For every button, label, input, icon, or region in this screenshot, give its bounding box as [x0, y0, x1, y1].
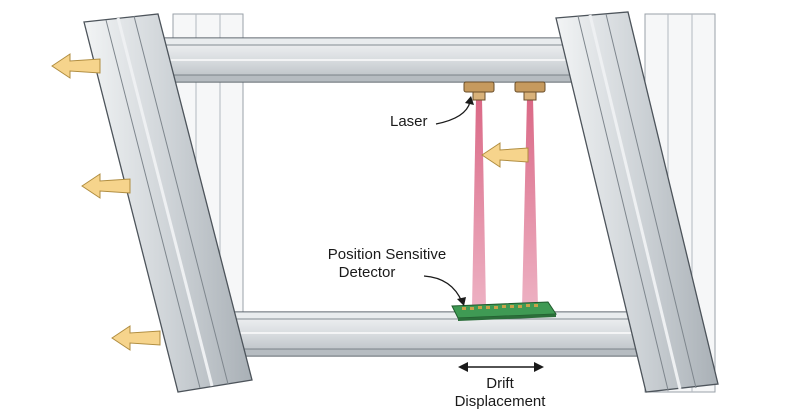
arrow-left-icon — [111, 325, 161, 351]
laser-unit-right — [514, 81, 546, 101]
arrow-left-icon — [481, 142, 529, 168]
left-column — [83, 13, 253, 393]
curved-arrow-icon — [435, 101, 471, 125]
laser-label: Laser — [390, 113, 428, 130]
laser-unit-left — [463, 81, 495, 101]
arrow-left-icon — [51, 53, 101, 79]
laser-beam-right — [522, 98, 538, 308]
laser-beam-left — [472, 98, 486, 308]
arrow-head — [457, 297, 466, 306]
curved-arrow-icon — [423, 275, 463, 303]
right-column — [555, 11, 719, 393]
double-arrow-horizontal-icon — [458, 362, 544, 372]
arrow-head — [465, 96, 474, 105]
drift-label-line2: Displacement — [454, 393, 546, 410]
arrow-left-icon — [81, 173, 131, 199]
detector-label-line1: Position Sensitive — [327, 246, 447, 263]
top-beam — [129, 37, 601, 83]
bottom-beam — [197, 311, 661, 357]
detector-label-line2: Detector — [338, 264, 396, 281]
drift-label-line1: Drift — [486, 375, 514, 392]
detector-board — [451, 301, 557, 321]
